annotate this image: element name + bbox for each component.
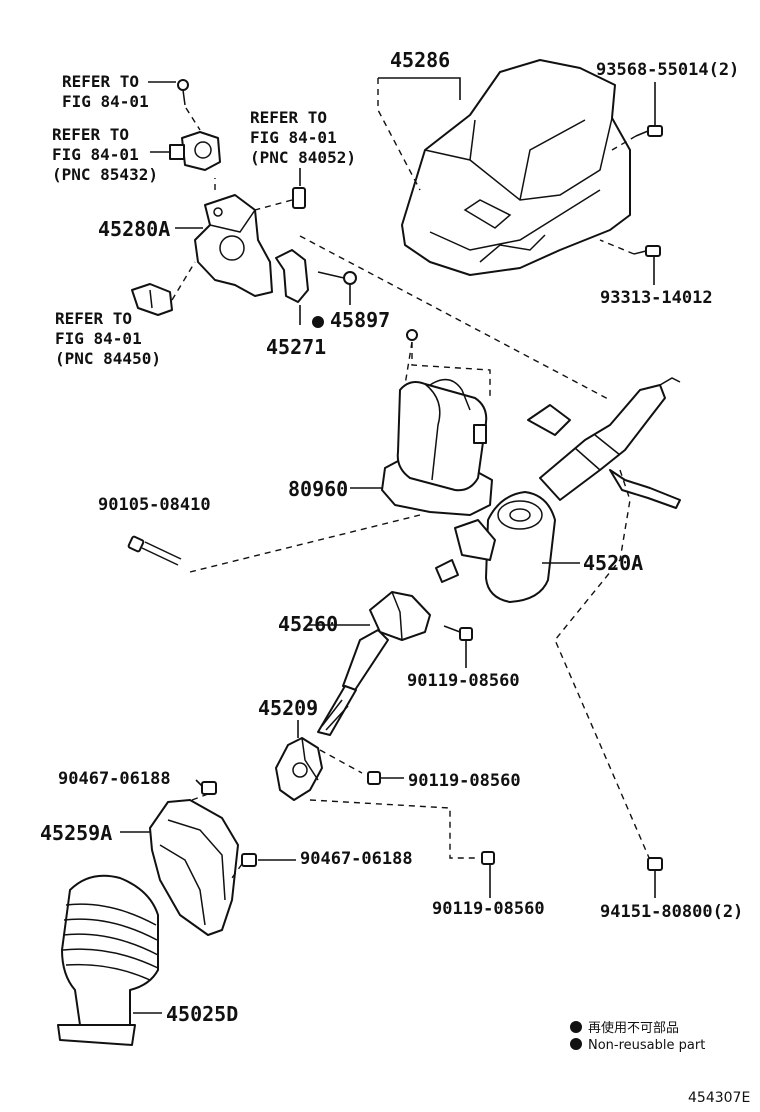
refer-3-line-1: REFER TO xyxy=(250,108,328,127)
screw-93313 xyxy=(599,239,661,285)
legend-japanese: 再使用不可部品 xyxy=(570,1017,679,1036)
refer-label-1: REFER TO FIG 84-01 xyxy=(62,74,149,110)
part-number-90105: 90105-08410 xyxy=(98,495,211,515)
intermediate-shaft-part xyxy=(308,591,431,736)
part-number-93568: 93568-55014(2) xyxy=(596,60,740,80)
ring-refer-4 xyxy=(131,261,196,316)
refer-1-line-2: FIG 84-01 xyxy=(62,92,149,111)
refer-3-line-3: (PNC 84052) xyxy=(250,148,356,167)
part-number-45209: 45209 xyxy=(258,696,319,720)
part-number-45259A: 45259A xyxy=(40,821,113,845)
switch-refer-3 xyxy=(254,168,306,211)
legend-text-english: Non-reusable part xyxy=(588,1038,706,1053)
clip-90467-b xyxy=(231,853,296,879)
figure-code: 454307E xyxy=(688,1090,751,1106)
bolt-90119-a xyxy=(443,625,473,668)
part-number-45897-row: 45897 xyxy=(312,310,390,330)
steering-column-part xyxy=(435,377,681,603)
refer-3-line-2: FIG 84-01 xyxy=(250,128,337,147)
non-reusable-dot xyxy=(312,316,324,328)
part-number-45286: 45286 xyxy=(390,48,451,72)
legend-dot-1 xyxy=(570,1021,582,1033)
refer-2-line-3: (PNC 85432) xyxy=(52,165,158,184)
legend-dot-2 xyxy=(570,1038,582,1050)
clip-90467-a xyxy=(191,779,217,801)
alignment-line-2 xyxy=(189,514,421,573)
hole-cover-part xyxy=(120,799,239,936)
part-number-4520A: 4520A xyxy=(583,551,644,575)
part-number-90119-c: 90119-08560 xyxy=(432,899,545,919)
bolt-90119-c xyxy=(481,851,495,898)
alignment-line-3 xyxy=(554,469,651,861)
bolt-90119-b xyxy=(367,771,404,785)
steering-boot-part xyxy=(57,874,162,1046)
part-number-90467-b: 90467-06188 xyxy=(300,849,413,869)
part-number-45897: 45897 xyxy=(330,308,391,332)
refer-2-line-1: REFER TO xyxy=(52,125,130,144)
part-number-94151: 94151-80800(2) xyxy=(600,902,744,922)
clamp-45271 xyxy=(275,249,309,325)
part-number-45260: 45260 xyxy=(278,612,339,636)
legend-english: Non-reusable part xyxy=(570,1038,705,1053)
universal-joint-part xyxy=(275,720,478,859)
leader-45286 xyxy=(377,78,421,191)
motor-assembly-part xyxy=(350,329,493,516)
part-number-80960: 80960 xyxy=(288,477,349,501)
refer-4-line-3: (PNC 84450) xyxy=(55,349,161,368)
refer-2-line-2: FIG 84-01 xyxy=(52,145,139,164)
refer-4-line-1: REFER TO xyxy=(55,309,133,328)
steering-lock-housing-part xyxy=(175,178,273,297)
refer-label-3: REFER TO FIG 84-01 (PNC 84052) xyxy=(250,110,356,166)
key-cylinder-part xyxy=(150,107,221,171)
part-number-45271: 45271 xyxy=(266,335,327,359)
part-number-90467-a: 90467-06188 xyxy=(58,769,171,789)
part-number-90119-a: 90119-08560 xyxy=(407,671,520,691)
clip-94151 xyxy=(647,857,663,898)
refer-label-2: REFER TO FIG 84-01 (PNC 85432) xyxy=(52,127,158,183)
column-cover-part xyxy=(401,59,631,276)
refer-1-line-1: REFER TO xyxy=(62,72,140,91)
legend-text-japanese: 再使用不可部品 xyxy=(588,1021,680,1036)
alignment-line-1 xyxy=(299,235,611,401)
part-number-45280A: 45280A xyxy=(98,217,171,241)
part-number-93313: 93313-14012 xyxy=(600,288,713,308)
long-bolt-90105 xyxy=(127,535,182,566)
part-number-90119-b: 90119-08560 xyxy=(408,771,521,791)
part-number-45025D: 45025D xyxy=(166,1002,239,1026)
bolt-refer-1 xyxy=(148,79,189,106)
refer-label-4: REFER TO FIG 84-01 (PNC 84450) xyxy=(55,311,161,367)
screw-93568 xyxy=(611,82,663,151)
bolt-45897 xyxy=(317,271,357,305)
refer-4-line-2: FIG 84-01 xyxy=(55,329,142,348)
